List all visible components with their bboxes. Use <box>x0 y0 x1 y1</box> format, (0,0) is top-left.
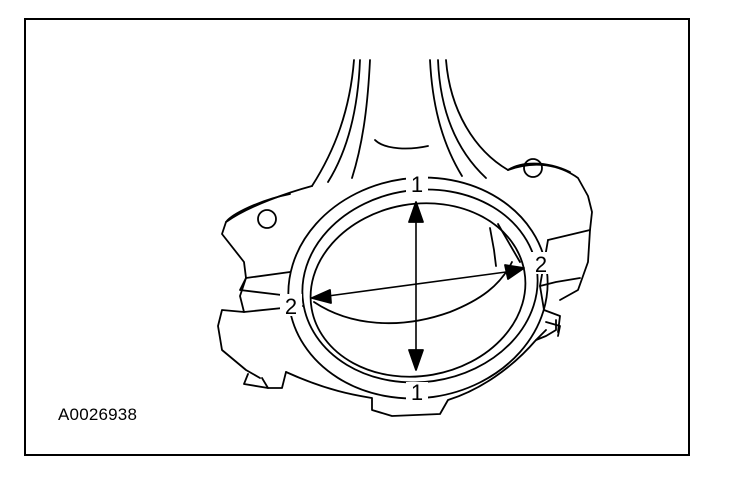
callout-left: 2 <box>285 294 297 319</box>
bore-rings <box>287 176 549 400</box>
callouts: 1 1 2 2 <box>280 172 552 405</box>
callout-top: 1 <box>411 172 423 197</box>
arrowhead-left <box>311 289 332 304</box>
rod-body-outline <box>217 162 593 417</box>
arrowhead-top <box>408 201 424 223</box>
arrowhead-bottom <box>408 349 424 371</box>
arrowhead-right <box>504 264 525 280</box>
callout-right: 2 <box>535 252 547 277</box>
callout-bottom: 1 <box>411 380 423 405</box>
measurement-arrows <box>311 201 525 371</box>
rod-beam <box>311 59 509 187</box>
figure-id-label: A0026938 <box>58 405 138 424</box>
bolt-holes <box>257 158 543 229</box>
